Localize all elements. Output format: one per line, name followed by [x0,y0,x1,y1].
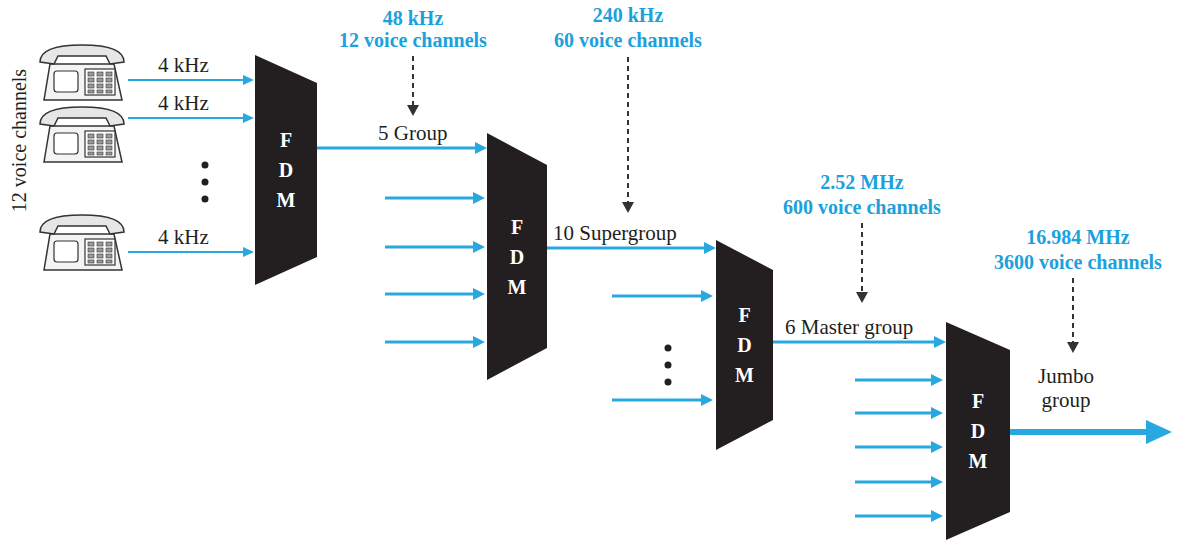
bandwidth-label: 600 voice channels [783,196,941,219]
arrow-head [704,242,716,254]
side-label: 12 voice channels [9,68,32,211]
telephone-icon [40,45,124,100]
text-label: 4 kHz [158,53,209,77]
telephone-icon [40,107,124,162]
multiplexer-input-lines [385,198,933,516]
connector-line [773,341,936,344]
group-label: 6 Master group [785,315,913,339]
bandwidth-label: 12 voice channels [339,29,487,52]
multiplexer-label: F D M [275,125,297,215]
jumbo-output-head [1146,420,1172,444]
multiplexer-trapezoid [946,322,1010,540]
arrow-head [475,142,487,154]
text-label: Jumbo group [1024,364,1108,412]
multiplexer-label: F D M [506,212,528,302]
multiplexer-trapezoid [487,133,547,380]
jumbo-output-line [1010,429,1150,435]
text-label: 4 kHz [158,91,209,115]
multiplexer-block: F D M [946,322,1010,540]
multiplexer-block: F D M [255,55,317,285]
text-label: 4 kHz [158,225,209,249]
multiplexer-label: F D M [734,300,756,390]
multiplexer-label: F D M [967,386,989,476]
bandwidth-label: 16.984 MHz [1026,226,1129,249]
voice-input-heads [243,75,254,257]
group-label: 10 Supergroup [553,221,677,245]
bandwidth-label: 48 kHz [383,7,444,30]
bandwidth-label: 2.52 MHz [820,171,903,194]
bandwidth-label: 240 kHz [593,4,664,27]
multiplexer-block: F D M [716,240,773,450]
multiplexer-trapezoid [255,55,317,285]
bandwidth-label: 3600 voice channels [994,251,1162,274]
bandwidth-label: 60 voice channels [554,29,702,52]
connector-line [547,247,706,250]
telephone-icon [40,215,124,270]
connector-line [317,147,477,150]
group-label: 5 Group [378,121,447,145]
multiplexer-trapezoid [716,240,773,450]
voice-input-lines [128,80,245,252]
arrow-head [934,336,946,348]
multiplexer-block: F D M [487,133,547,380]
